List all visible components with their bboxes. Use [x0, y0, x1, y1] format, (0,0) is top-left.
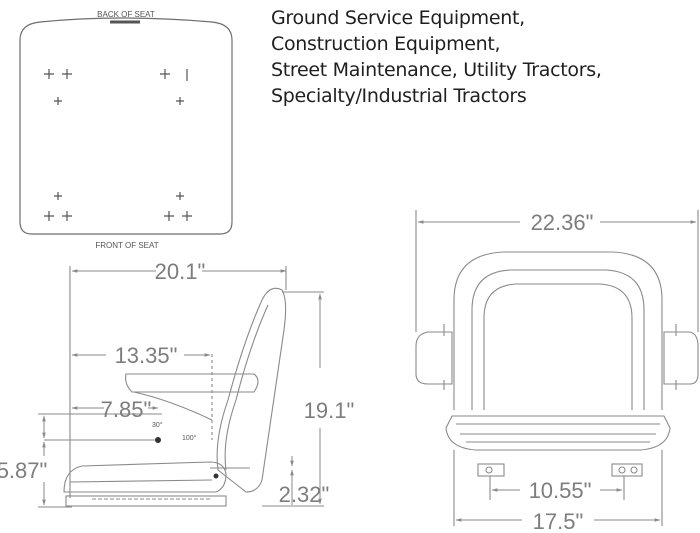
- base-width-dimension: 17.5": [533, 509, 584, 533]
- right-arm: [663, 331, 699, 385]
- front-view: [415, 210, 699, 526]
- base-height-dimension: 2.32": [279, 482, 330, 507]
- top-view: [19, 17, 233, 235]
- backrest-front: [453, 251, 663, 410]
- angle-label: 100°: [182, 434, 197, 442]
- pivot-depth-dimension: 7.85": [101, 397, 152, 422]
- armrest-depth-dimension: 13.35": [115, 343, 178, 368]
- side-view: [38, 266, 324, 508]
- mount-holes: [44, 69, 192, 221]
- pivot-height-dimension: 5.87": [0, 458, 47, 483]
- mount-width-dimension: 10.55": [529, 478, 592, 503]
- overall-height-dimension: 19.1": [304, 398, 355, 423]
- base-rail: [65, 495, 227, 507]
- armrest: [125, 373, 259, 393]
- overall-width-dimension: 22.36": [531, 210, 594, 235]
- backrest: [216, 287, 287, 493]
- application-line: Specialty/Industrial Tractors: [271, 85, 527, 107]
- application-line: Ground Service Equipment,: [271, 7, 525, 29]
- pivot-point: [213, 473, 219, 479]
- seat-outline: [19, 17, 233, 235]
- seat-cushion-front: [445, 415, 671, 451]
- cushion: [63, 461, 227, 493]
- left-arm: [415, 331, 453, 385]
- application-line: Construction Equipment,: [271, 33, 501, 55]
- overall-depth-dimension: 20.1": [155, 259, 206, 284]
- pivot-point: [155, 437, 161, 443]
- front-of-seat-label: FRONT OF SEAT: [95, 241, 158, 250]
- back-of-seat-label: BACK OF SEAT: [97, 10, 155, 19]
- application-line: Street Maintenance, Utility Tractors,: [271, 59, 602, 81]
- angle-label: 30°: [152, 421, 163, 429]
